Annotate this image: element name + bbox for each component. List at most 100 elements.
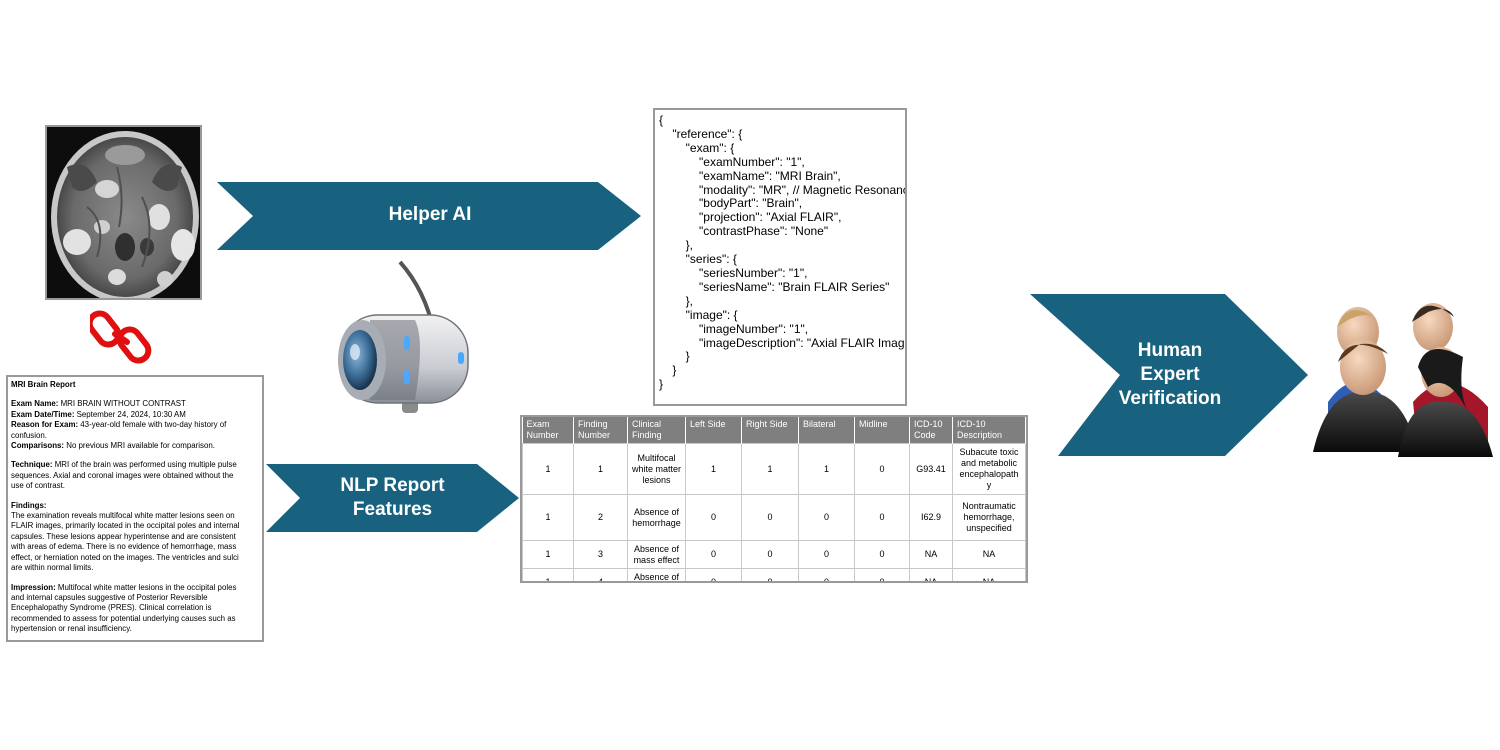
findings-text: effect, or herniation noted on the image… bbox=[11, 552, 239, 562]
column-header-text: Code bbox=[914, 430, 936, 440]
table-cell-text: 0 bbox=[879, 549, 885, 559]
column-header: Midline bbox=[854, 417, 910, 444]
nlp-report-arrow bbox=[266, 464, 519, 532]
table-cell-text: lesions bbox=[642, 474, 671, 485]
findings-text: capsules. These lesions appear hyperinte… bbox=[11, 531, 236, 541]
table-cell: 1 bbox=[685, 443, 742, 495]
column-header-text: Description bbox=[957, 430, 1003, 440]
impression-text: and internal capsules suggestive of Post… bbox=[11, 592, 208, 602]
table-cell-text: encephalopath bbox=[959, 469, 1019, 479]
findings-text: are within normal limits. bbox=[11, 563, 94, 573]
column-header-text: Left Side bbox=[690, 419, 726, 429]
table-cell-text: NA bbox=[924, 577, 938, 583]
table-cell: 0 bbox=[798, 494, 855, 541]
human-verification-arrow bbox=[1030, 294, 1308, 456]
reason-value: 43-year-old female with two-day history … bbox=[78, 420, 227, 430]
impression-text: Multifocal white matter lesions in the o… bbox=[55, 582, 237, 592]
brain-mri-image bbox=[45, 125, 202, 300]
json-line: "examNumber": "1", bbox=[659, 154, 805, 169]
reason-label: Reason for Exam: bbox=[11, 420, 79, 430]
table-cell-text: and metabolic bbox=[960, 458, 1018, 468]
reason-value-cont: confusion. bbox=[11, 430, 47, 440]
json-line: "imageNumber": "1", bbox=[659, 321, 809, 336]
column-header-text: Bilateral bbox=[803, 419, 836, 429]
table-cell-text: 1 bbox=[597, 463, 603, 474]
table-cell: 0 bbox=[854, 540, 910, 569]
json-line: "imageDescription": "Axial FLAIR Image" bbox=[659, 335, 907, 350]
helper-ai-label: Helper AI bbox=[388, 204, 472, 225]
table-cell: G93.41 bbox=[909, 443, 953, 495]
table-cell-text: NA bbox=[982, 549, 996, 559]
table-cell-text: 2 bbox=[597, 512, 603, 522]
json-line: } bbox=[659, 349, 690, 364]
column-header-text: Midline bbox=[859, 419, 888, 429]
comparisons-value: No previous MRI available for comparison… bbox=[64, 441, 215, 451]
json-line: "projection": "Axial FLAIR", bbox=[659, 210, 842, 225]
column-header: Right Side bbox=[741, 417, 799, 444]
json-line: { bbox=[659, 113, 664, 127]
table-cell: 0 bbox=[798, 540, 855, 569]
table-cell: 0 bbox=[685, 494, 742, 541]
table-cell-text: 1 bbox=[545, 577, 551, 583]
table-cell: 1 bbox=[522, 494, 574, 541]
table-cell: 1 bbox=[798, 443, 855, 495]
exam-name-label: Exam Name: bbox=[11, 399, 59, 409]
nlp-label-line: Features bbox=[352, 499, 433, 520]
table-cell: 0 bbox=[685, 568, 742, 581]
report-title: MRI Brain Report bbox=[11, 380, 76, 389]
table-cell-text: 1 bbox=[545, 463, 551, 474]
json-reference-output: { "reference": { "exam": { "examNumber":… bbox=[653, 108, 907, 406]
table-cell: 1 bbox=[522, 540, 574, 569]
table-cell-text: Absence of bbox=[633, 506, 680, 517]
human-label-line: Expert bbox=[1140, 364, 1200, 385]
table-cell-text: I62.9 bbox=[920, 512, 942, 522]
json-line: "reference": { bbox=[659, 126, 743, 141]
table-cell-text: y bbox=[986, 480, 992, 490]
exam-date-label: Exam Date/Time: bbox=[11, 409, 75, 419]
table-cell: I62.9 bbox=[909, 494, 953, 541]
table-cell-text: 1 bbox=[545, 512, 551, 522]
json-line: "exam": { bbox=[659, 140, 735, 155]
table-cell-text: herniation bbox=[630, 583, 683, 584]
exam-name-value: MRI BRAIN WITHOUT CONTRAST bbox=[58, 399, 186, 409]
json-line: "seriesName": "Brain FLAIR Series" bbox=[659, 279, 890, 294]
json-line: }, bbox=[659, 238, 694, 253]
table-cell: Absence ofherniation bbox=[627, 568, 686, 584]
nlp-label-line: NLP Report bbox=[340, 475, 445, 496]
robot-camera-icon bbox=[330, 260, 480, 420]
table-cell-text: 0 bbox=[823, 577, 829, 583]
table-cell: 2 bbox=[573, 494, 628, 541]
impression-label: Impression: bbox=[11, 582, 56, 592]
table-cell: NA bbox=[952, 540, 1026, 569]
table-cell-text: mass effect bbox=[633, 554, 680, 565]
table-cell-text: 0 bbox=[879, 577, 885, 583]
table-cell-text: G93.41 bbox=[916, 463, 946, 474]
table-cell-text: Absence of bbox=[633, 571, 680, 582]
json-line: "series": { bbox=[659, 252, 737, 267]
json-line: "bodyPart": "Brain", bbox=[659, 196, 803, 211]
table-cell-text: Multifocal bbox=[637, 452, 676, 463]
table-cell-text: 0 bbox=[710, 512, 716, 522]
table-cell: 1 bbox=[522, 568, 574, 583]
table-cell-text: 1 bbox=[710, 463, 716, 474]
table-cell: NA bbox=[909, 540, 953, 569]
human-label-line: Verification bbox=[1118, 388, 1222, 409]
table-cell: 1 bbox=[573, 443, 628, 495]
json-line: } bbox=[659, 363, 677, 378]
table-cell-text: 0 bbox=[879, 463, 885, 474]
comparisons-label: Comparisons: bbox=[11, 441, 65, 451]
findings-text: The examination reveals multifocal white… bbox=[11, 511, 235, 521]
mri-report-document: MRI Brain Report Exam Name: MRI BRAIN WI… bbox=[6, 375, 264, 642]
table-cell-text: Absence of bbox=[633, 543, 680, 554]
table-cell: 1 bbox=[741, 443, 799, 495]
column-header: Bilateral bbox=[798, 417, 855, 444]
table-cell-text: NA bbox=[982, 577, 996, 583]
